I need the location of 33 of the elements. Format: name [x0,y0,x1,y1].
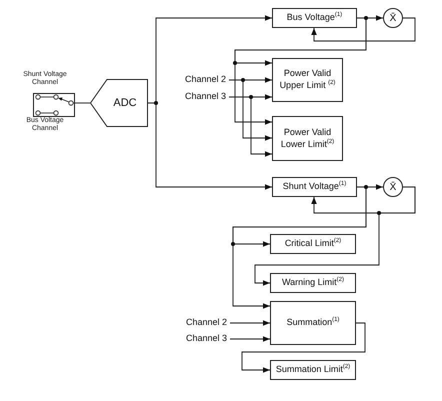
average-circle [383,8,403,28]
average-circle [383,177,403,197]
box-label: Bus Voltage$^{(1)}$ [286,12,342,24]
process-box [272,8,357,28]
channel-label: Channel 3 [181,332,230,346]
process-box [270,234,356,254]
channel-label: Channel 2 [180,73,229,87]
box-label: Critical Limit$^{(2)}$ [284,238,342,250]
adc-label: ADC [113,96,137,110]
arrow [230,336,270,342]
arrow [311,18,416,42]
box-label: Warning Limit$^{(2)}$ [282,277,344,289]
connector-line [74,102,90,104]
box-label: Shunt Voltage$^{(1)}$ [282,181,346,193]
process-box [270,273,356,293]
channel-label: Channel 2 [181,316,230,330]
arrow [232,186,366,309]
box-label: Summation$^{(1)}$ [286,317,340,329]
box-label: Summation Limit$^{(2)}$ [276,364,350,376]
average-symbol: X̄ [390,180,396,194]
box-label: Power Valid Lower Limit$^{(2)}$ [280,126,336,150]
arrow [234,18,366,125]
process-box [272,58,343,102]
arrow [230,320,270,326]
average-symbol: X̄ [390,12,396,24]
process-box [270,301,356,345]
arrow [254,186,416,286]
arrow [242,322,366,373]
box-label: Power Valid Upper Limit $^{(2)}$ [278,68,336,92]
process-box [272,177,357,197]
channel-label: Channel 3 [180,90,229,104]
process-box [270,360,356,380]
process-box [272,116,343,161]
